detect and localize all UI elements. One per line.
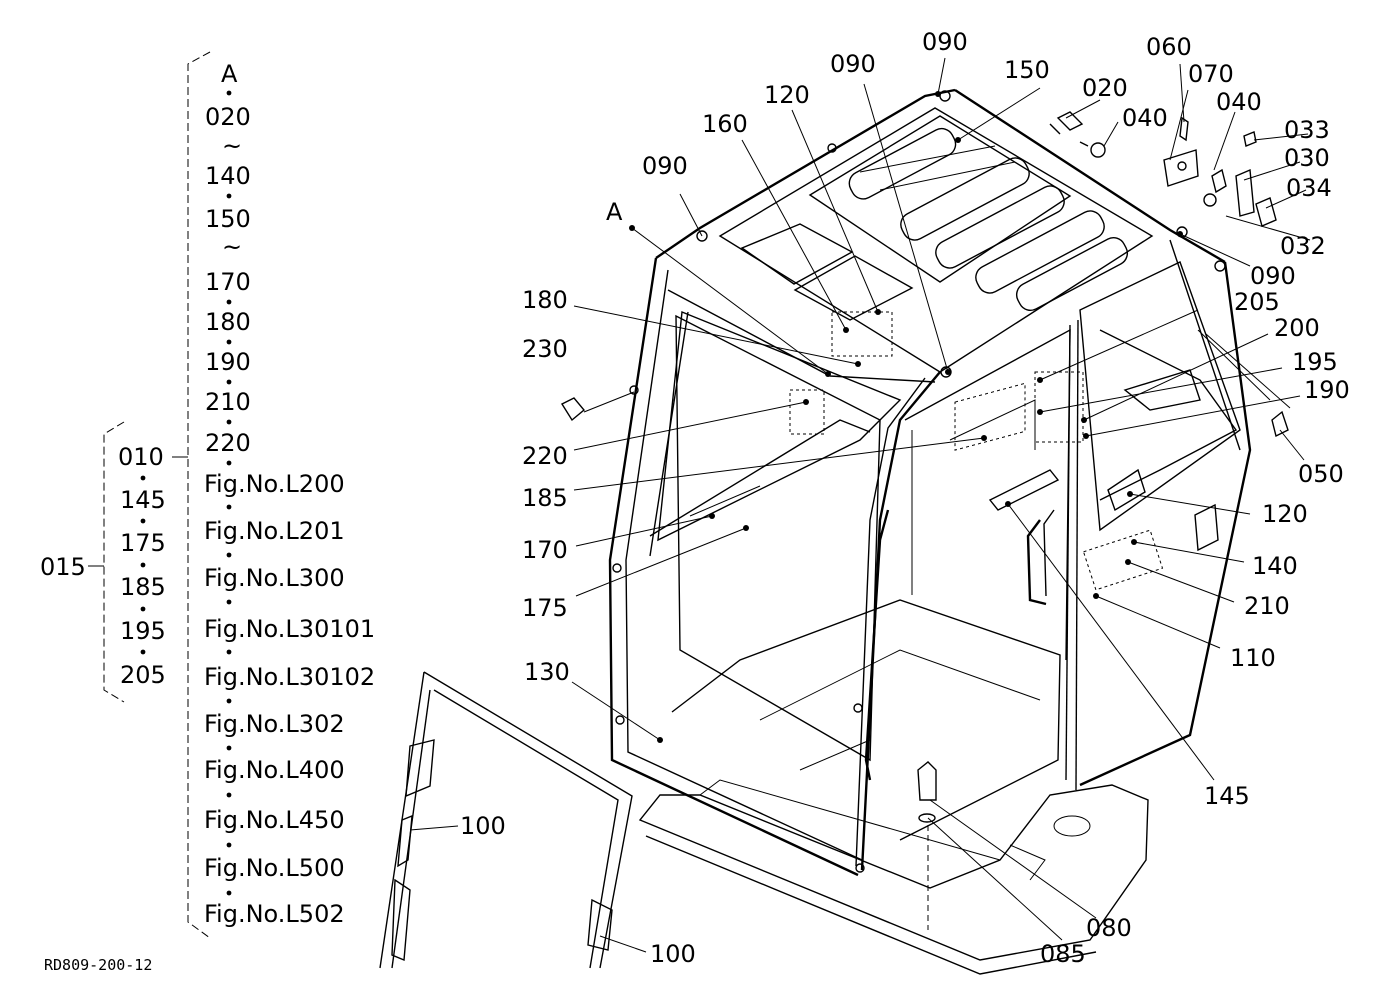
callout-A: A (606, 198, 623, 226)
inner-item-2: 175 (120, 529, 166, 557)
fig-ref-4: Fig.No.L30102 (204, 663, 375, 691)
outer-item-7: 180 (205, 308, 251, 336)
inner-item-5: 205 (120, 661, 166, 689)
index-tree: 015 010 145 175 185 195 205 A 020 ~ 140 … (40, 51, 375, 939)
callout-040: 040 (1122, 104, 1168, 132)
callout-145: 145 (1204, 782, 1250, 810)
callout-185: 185 (522, 484, 568, 512)
fig-ref-7: Fig.No.L450 (204, 806, 345, 834)
cab-drawing (379, 88, 1252, 975)
fig-ref-8: Fig.No.L500 (204, 854, 345, 882)
outer-item-8: 190 (205, 348, 251, 376)
callout-110: 110 (1230, 644, 1276, 672)
fig-ref-0: Fig.No.L200 (204, 470, 345, 498)
fig-ref-9: Fig.No.L502 (204, 900, 345, 928)
callout-070: 070 (1188, 60, 1234, 88)
callout-033: 033 (1284, 116, 1330, 144)
callout-100: 100 (460, 812, 506, 840)
small-parts (560, 111, 1289, 438)
callout-080: 080 (1086, 914, 1132, 942)
inner-item-0: 010 (118, 443, 164, 471)
outer-item-3: 140 (205, 162, 251, 190)
fig-ref-2: Fig.No.L300 (204, 564, 345, 592)
callout-195: 195 (1292, 348, 1338, 376)
callout-205: 205 (1234, 288, 1280, 316)
callout-180: 180 (522, 286, 568, 314)
callout-034: 034 (1286, 174, 1332, 202)
callout-040-b: 040 (1216, 88, 1262, 116)
inner-item-1: 145 (120, 486, 166, 514)
drawing-code: RD809-200-12 (44, 956, 152, 974)
callout-175: 175 (522, 594, 568, 622)
callout-220: 220 (522, 442, 568, 470)
callout-170: 170 (522, 536, 568, 564)
fig-ref-6: Fig.No.L400 (204, 756, 345, 784)
callout-090: 090 (922, 28, 968, 56)
callout-210: 210 (1244, 592, 1290, 620)
callout-190: 190 (1304, 376, 1350, 404)
outer-item-4: 150 (205, 205, 251, 233)
fig-ref-5: Fig.No.L302 (204, 710, 345, 738)
callout-200: 200 (1274, 314, 1320, 342)
callout-160: 160 (702, 110, 748, 138)
callout-090-b: 090 (1250, 262, 1296, 290)
outer-item-6: 170 (205, 268, 251, 296)
callout-120-b: 120 (1262, 500, 1308, 528)
callout-150: 150 (1004, 56, 1050, 84)
outer-item-5: ~ (222, 233, 242, 261)
callout-090-d: 090 (642, 152, 688, 180)
callout-030: 030 (1284, 144, 1330, 172)
callout-020: 020 (1082, 74, 1128, 102)
callout-100-b: 100 (650, 940, 696, 968)
outer-item-9: 210 (205, 388, 251, 416)
callout-060: 060 (1146, 33, 1192, 61)
inner-item-3: 185 (120, 573, 166, 601)
callout-140: 140 (1252, 552, 1298, 580)
leader-lines (409, 57, 1311, 953)
callout-085: 085 (1040, 940, 1086, 968)
outer-item-0: A (221, 60, 238, 88)
callout-labels: 090 150 060 070 020 040 040 033 030 034 … (460, 28, 1350, 968)
callout-032: 032 (1280, 232, 1326, 260)
fig-ref-3: Fig.No.L30101 (204, 615, 375, 643)
fig-ref-1: Fig.No.L201 (204, 517, 345, 545)
inner-item-4: 195 (120, 617, 166, 645)
callout-120: 120 (764, 81, 810, 109)
outer-item-2: ~ (222, 132, 242, 160)
callout-090-c: 090 (830, 50, 876, 78)
outer-item-10: 220 (205, 429, 251, 457)
callout-050: 050 (1298, 460, 1344, 488)
callout-130: 130 (524, 658, 570, 686)
callout-230: 230 (522, 335, 568, 363)
leader-dots (629, 91, 1183, 743)
group-label-015: 015 (40, 553, 86, 581)
outer-item-1: 020 (205, 103, 251, 131)
